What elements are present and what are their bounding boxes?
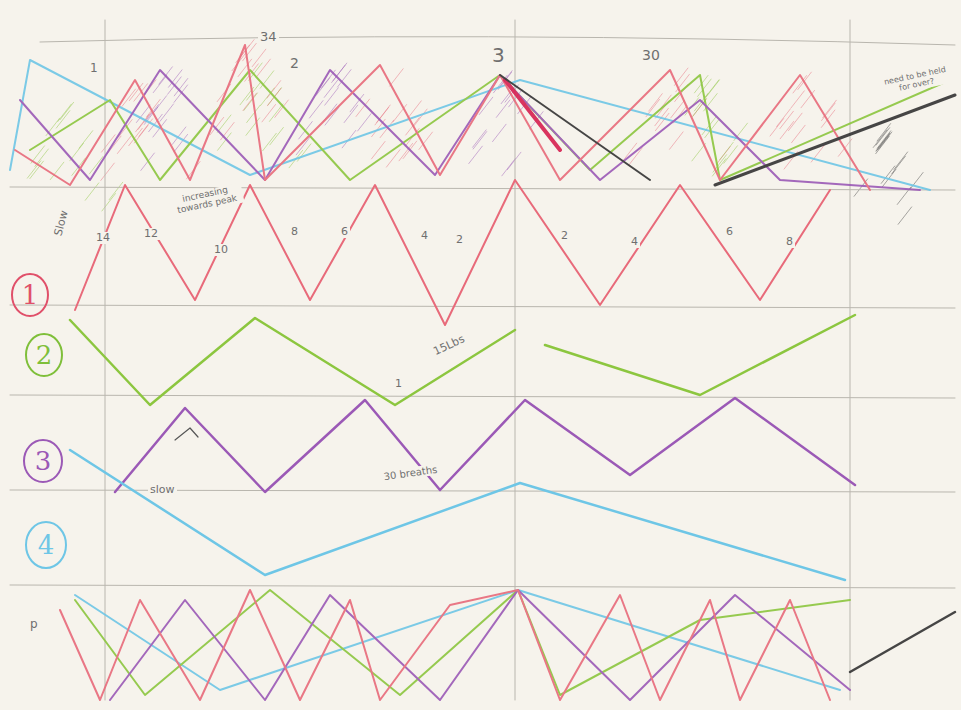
hatch-stroke	[706, 80, 720, 98]
row-circle: 2	[24, 332, 64, 378]
hatch-stroke	[263, 133, 277, 151]
hatch-stroke	[655, 113, 669, 131]
hatch-stroke	[324, 80, 338, 98]
hatch-stroke	[507, 152, 521, 170]
hatch-stroke	[878, 132, 892, 150]
row-circle: 1	[10, 272, 50, 318]
pencil-note: 8	[289, 226, 300, 238]
pencil-note: 6	[724, 226, 735, 238]
hatch-stroke	[671, 100, 685, 118]
hatch-stroke	[101, 163, 115, 181]
hatch-stroke	[220, 122, 234, 140]
pencil-note: 10	[212, 244, 230, 256]
hatch-stroke	[117, 136, 131, 154]
hatch-stroke	[58, 104, 72, 122]
hatch-stroke	[469, 146, 483, 164]
row-number: 3	[35, 446, 52, 476]
pencil-note: 1	[88, 62, 100, 75]
hatch-stroke	[788, 113, 802, 131]
hatch-stroke	[325, 87, 339, 105]
pencil-note: 30	[640, 48, 662, 63]
row-circle: 3	[22, 438, 64, 484]
pencil-note: 14	[94, 232, 112, 244]
hatch-stroke	[780, 121, 794, 139]
hatch-stroke	[160, 104, 174, 122]
pencil-note: 4	[419, 230, 430, 242]
pencil-note: 2	[559, 230, 570, 242]
hatch-stroke	[801, 90, 815, 108]
hatch-stroke	[496, 100, 510, 118]
hatch-stroke	[770, 118, 784, 136]
hatch-stroke	[877, 123, 891, 141]
pencil-note: 2	[288, 56, 301, 71]
hatch-stroke	[892, 156, 906, 174]
row-number: 1	[22, 280, 39, 310]
pencil-note: 3	[490, 44, 507, 66]
pencil-note: 8	[784, 236, 795, 248]
pencil-note: 4	[629, 236, 640, 248]
row-circle: 4	[24, 520, 68, 570]
hatch-stroke	[269, 104, 283, 122]
row-number: 2	[36, 340, 53, 370]
hatch-stroke	[894, 152, 908, 170]
hatch-stroke	[102, 193, 116, 211]
hatch-stroke	[79, 130, 93, 148]
hatch-stroke	[705, 80, 719, 98]
pencil-note: 1	[393, 378, 404, 390]
hatch-stroke	[357, 113, 371, 131]
hatch-stroke	[719, 142, 733, 160]
hatch-stroke	[262, 104, 276, 122]
hatch-stroke	[502, 158, 516, 176]
row-number: 4	[38, 530, 55, 560]
pencil-note: slow	[148, 484, 177, 496]
hatch-stroke	[791, 125, 805, 143]
hatch-stroke	[252, 49, 266, 67]
hatch-stroke	[876, 133, 890, 151]
pencil-note: 12	[142, 228, 160, 240]
pencil-note: 15Lbs	[430, 332, 469, 359]
hatch-stroke	[85, 183, 99, 201]
hatch-stroke	[389, 68, 403, 86]
hatch-stroke	[472, 130, 486, 148]
hatch-stroke	[260, 70, 274, 88]
hatch-stroke	[118, 119, 132, 137]
hatch-stroke	[875, 136, 889, 154]
hatch-stroke	[344, 105, 358, 123]
hatch-stroke	[60, 102, 74, 120]
hatch-stroke	[376, 105, 390, 123]
pencil-note: 34	[258, 30, 279, 44]
hatch-stroke	[270, 127, 284, 145]
pencil-note: 2	[454, 234, 465, 246]
hatch-stroke	[492, 124, 506, 142]
pencil-note: need to be held for over?	[878, 65, 954, 98]
hatch-stroke	[898, 207, 912, 225]
pencil-note: 6	[339, 226, 350, 238]
pencil-note: p	[28, 618, 40, 631]
pencil-note: Slow	[52, 207, 71, 239]
hatch-stroke	[669, 132, 683, 150]
hatch-stroke	[473, 131, 487, 149]
hatch-stroke	[257, 59, 271, 77]
